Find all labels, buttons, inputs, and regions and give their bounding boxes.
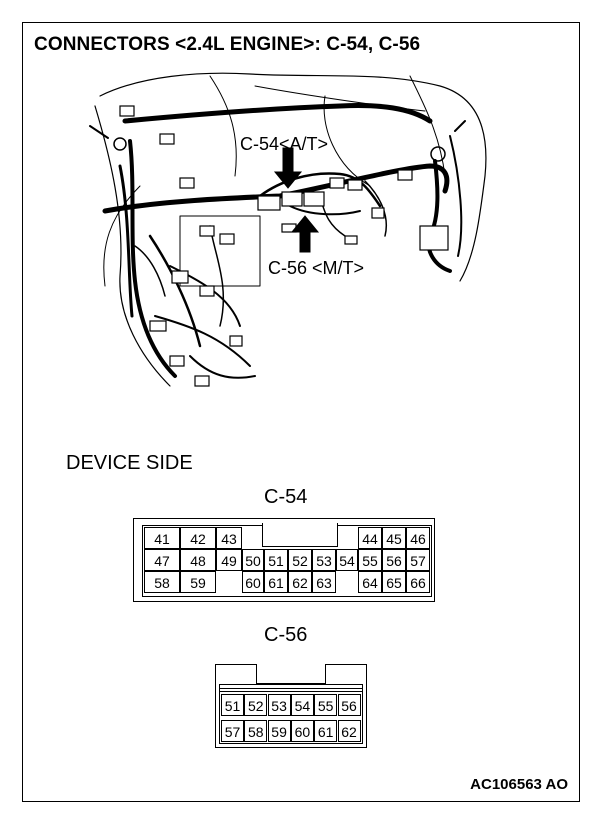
c56-pin: 60 — [290, 720, 314, 742]
c54-pin: 48 — [180, 549, 216, 571]
c54-pin: 63 — [312, 571, 336, 593]
c56-latch — [256, 664, 326, 684]
c54-connector-outer — [133, 518, 435, 602]
c54-pin: 65 — [382, 571, 406, 593]
c54-pin — [336, 571, 358, 593]
c54-pin: 57 — [406, 549, 430, 571]
c54-pin: 53 — [312, 549, 336, 571]
c56-pin: 61 — [314, 720, 338, 742]
c54-pin: 58 — [144, 571, 180, 593]
device-side-label: DEVICE SIDE — [66, 452, 193, 474]
c56-pin: 56 — [337, 694, 361, 716]
c56-pin: 62 — [337, 720, 361, 742]
c54-pin: 66 — [406, 571, 430, 593]
c56-pin: 58 — [244, 720, 268, 742]
c54-pin: 42 — [180, 527, 216, 549]
c56-pin: 54 — [290, 694, 314, 716]
c54-pin — [336, 527, 358, 549]
c56-pin: 53 — [267, 694, 291, 716]
c56-pin: 59 — [267, 720, 291, 742]
harness-illustration — [89, 72, 487, 387]
c54-pin — [242, 527, 264, 549]
c54-callout: C-54<A/T> — [240, 134, 329, 154]
c56-inner-rail — [219, 688, 363, 692]
c54-pin: 62 — [288, 571, 312, 593]
c54-latch — [262, 523, 338, 547]
c56-callout: C-56 <M/T> — [268, 258, 365, 278]
c56-label: C-56 — [264, 624, 308, 646]
c56-pin: 57 — [221, 720, 244, 742]
c54-label: C-54 — [264, 486, 308, 508]
c54-pin: 51 — [264, 549, 288, 571]
c54-pin: 59 — [180, 571, 216, 593]
c54-pin: 44 — [358, 527, 382, 549]
c54-pin: 56 — [382, 549, 406, 571]
c54-pin: 43 — [216, 527, 242, 549]
c54-pin: 61 — [264, 571, 288, 593]
c54-pin: 41 — [144, 527, 180, 549]
c54-pin — [216, 571, 242, 593]
figure-code: AC106563 AO — [470, 776, 568, 793]
c56-pin: 55 — [314, 694, 338, 716]
diagram-title: CONNECTORS <2.4L ENGINE>: C-54, C-56 — [34, 34, 421, 55]
c54-pin: 45 — [382, 527, 406, 549]
c54-pin: 55 — [358, 549, 382, 571]
c56-inner-frame — [219, 684, 363, 744]
c54-pin: 60 — [242, 571, 264, 593]
c54-pin: 49 — [216, 549, 242, 571]
c54-pin: 47 — [144, 549, 180, 571]
c54-pin: 64 — [358, 571, 382, 593]
diagram-frame — [22, 22, 580, 802]
c56-pin: 51 — [221, 694, 244, 716]
c54-pin: 54 — [336, 549, 358, 571]
c56-pin: 52 — [244, 694, 268, 716]
c54-pin: 46 — [406, 527, 430, 549]
c54-pin: 52 — [288, 549, 312, 571]
c54-pin: 50 — [242, 549, 264, 571]
